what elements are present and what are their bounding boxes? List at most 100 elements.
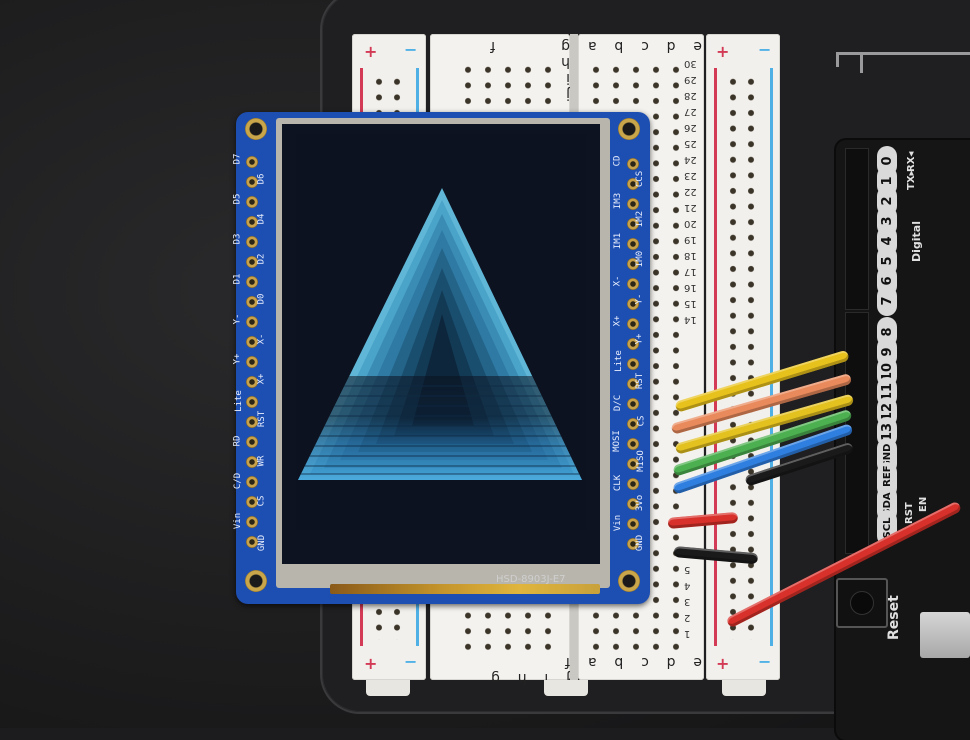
header-pin [246, 156, 258, 168]
power-rail-right: + − + − [706, 34, 780, 680]
reset-button[interactable] [836, 578, 888, 628]
rail-minus-label: − [758, 652, 772, 671]
usb-connector[interactable] [920, 612, 970, 658]
pin-label: IM1 [613, 232, 624, 250]
header-pin [246, 416, 258, 428]
header-pin [627, 498, 639, 510]
pin-7: 7 [877, 286, 897, 316]
pin-label: MISO [635, 450, 646, 472]
header-pin [627, 398, 639, 410]
row-number: 1 [684, 628, 691, 639]
header-pin [246, 396, 258, 408]
pin-label: CS [636, 415, 647, 427]
rail-plus-label: + [716, 42, 730, 61]
rail-plus-label: + [716, 654, 730, 673]
column-letters-top: e d c b a [588, 38, 702, 54]
col-d: d [666, 654, 676, 670]
header-pin [627, 218, 639, 230]
breadboard-foot [366, 680, 410, 696]
header-pin [246, 256, 258, 268]
rail-minus-label: − [404, 40, 418, 59]
col-a: a [588, 654, 597, 670]
pin-label: Y+ [634, 333, 645, 345]
en-label: EN [918, 496, 929, 512]
row-number: 5 [684, 564, 691, 575]
header-pin [627, 358, 639, 370]
rail-minus-label: − [404, 652, 418, 671]
pin-label: CS [256, 495, 267, 507]
rx-label: RX◂ [906, 151, 917, 172]
lcd-model-label: HSD-8903J-E7 [496, 574, 566, 585]
pin-label: D1 [232, 273, 243, 285]
row-number: 29 [684, 74, 697, 85]
pin-label: 3Vo [635, 494, 646, 512]
col-b: b [614, 38, 624, 54]
header-pin [627, 158, 639, 170]
col-c: c [641, 38, 649, 54]
mounting-hole [245, 570, 267, 592]
row-number: 26 [684, 122, 697, 133]
header-pin [246, 176, 258, 188]
pin-label: GND [257, 534, 268, 552]
pin-label: Y- [634, 293, 645, 305]
pin-label: GND [635, 534, 646, 552]
pin-label: RST [635, 372, 646, 390]
header-pin [627, 318, 639, 330]
digital-label: Digital [910, 221, 923, 262]
header-pin [627, 258, 639, 270]
row-number: 3 [684, 596, 691, 607]
header-pin [627, 518, 639, 530]
pin-label: RD [232, 435, 243, 447]
col-g: g [491, 670, 500, 686]
rail-red-stripe [714, 68, 717, 646]
pin-label: D5 [232, 193, 243, 205]
row-number: 21 [684, 202, 697, 213]
header-pin [246, 496, 258, 508]
row-number: 17 [684, 266, 697, 277]
rail-plus-label: + [364, 654, 378, 673]
tx-label: TX▸ [906, 170, 917, 190]
pin-label: IM3 [613, 192, 624, 210]
header-pin [627, 278, 639, 290]
mounting-hole [618, 118, 640, 140]
pin-label: CCS [635, 170, 646, 188]
header-pin [627, 438, 639, 450]
col-g: g [561, 38, 570, 54]
col-b: b [614, 654, 624, 670]
header-pin [627, 178, 639, 190]
pin-label: D2 [256, 253, 267, 265]
header-pin [627, 538, 639, 550]
row-number: 2 [684, 612, 691, 623]
row-number: 30 [684, 58, 697, 69]
pin-label: WR [256, 455, 267, 467]
header-pin [246, 196, 258, 208]
row-number: 22 [684, 186, 697, 197]
breadboard-foot [722, 680, 766, 696]
row-number: 4 [684, 580, 691, 591]
breadboard-foot [544, 680, 588, 696]
col-a: a [588, 38, 597, 54]
header-pin [246, 376, 258, 388]
col-e: e [693, 654, 702, 670]
column-letters-bottom: e d c b a [588, 654, 702, 670]
row-number: 14 [684, 314, 697, 325]
header-pin [246, 216, 258, 228]
header-pin [627, 198, 639, 210]
row-number: 18 [684, 250, 697, 261]
header-pin [627, 298, 639, 310]
pin-label: D/C [613, 394, 624, 412]
header-pin [627, 378, 639, 390]
header-pin [246, 356, 258, 368]
pin-label: D7 [232, 153, 243, 165]
reset-button-cap [850, 591, 874, 615]
lcd-flex-cable [330, 584, 600, 594]
pin-label: X- [256, 333, 267, 345]
pin-label: IM2 [635, 210, 646, 228]
rail-plus-label: + [364, 42, 378, 61]
header-pin [627, 458, 639, 470]
row-number: 24 [684, 154, 697, 165]
row-number: 25 [684, 138, 697, 149]
pin-label: D4 [256, 213, 267, 225]
col-h: h [561, 54, 570, 70]
header-pin [246, 536, 258, 548]
